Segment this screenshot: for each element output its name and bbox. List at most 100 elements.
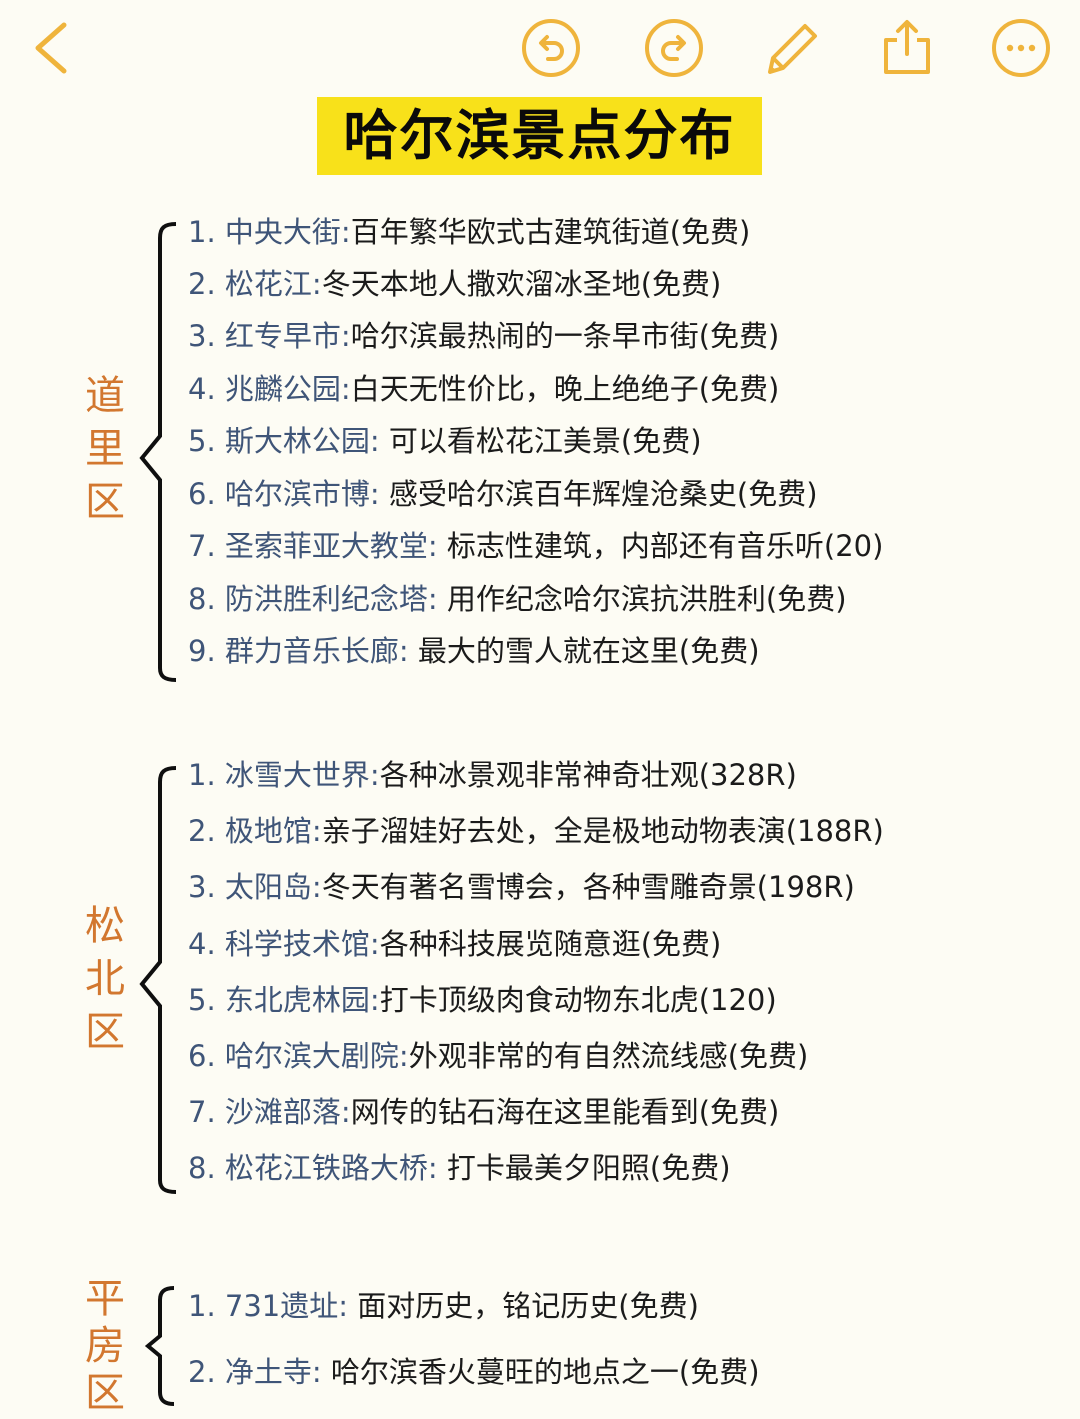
list-item: 9. 群力音乐长廊: 最大的雪人就在这里(免费) <box>188 633 760 669</box>
undo-circle-icon[interactable] <box>520 17 582 79</box>
place-description: 感受哈尔滨百年辉煌沧桑史(免费) <box>388 477 818 511</box>
separator: : <box>340 215 351 249</box>
place-description: 最大的雪人就在这里(免费) <box>417 634 760 668</box>
list-item: 8. 松花江铁路大桥: 打卡最美夕阳照(免费) <box>188 1150 731 1186</box>
list-item: 2. 松花江:冬天本地人撒欢溜冰圣地(免费) <box>188 266 721 302</box>
place-description: 外观非常的有自然流线感(免费) <box>408 1039 809 1073</box>
separator: : <box>427 582 447 616</box>
separator: : <box>369 983 380 1017</box>
ellipsis-circle-icon[interactable] <box>990 17 1052 79</box>
place-name: 冰雪大世界 <box>224 758 370 792</box>
separator: : <box>311 1355 331 1389</box>
share-icon[interactable] <box>880 18 934 76</box>
district-label-char: 北 <box>85 955 125 1002</box>
place-description: 面对历史，铭记历史(免费) <box>357 1289 699 1323</box>
item-number: 2. <box>188 814 225 848</box>
item-number: 1. <box>188 758 225 792</box>
district-label: 平 房 区 <box>80 1276 130 1418</box>
district-label-char: 平 <box>85 1276 125 1322</box>
separator: : <box>369 758 380 792</box>
district-label-char: 区 <box>85 1008 125 1055</box>
list-item: 5. 东北虎林园:打卡顶级肉食动物东北虎(120) <box>188 982 777 1018</box>
place-description: 冬天有著名雪博会，各种雪雕奇景(198R) <box>321 870 855 904</box>
separator: : <box>340 319 351 353</box>
place-name: 科学技术馆 <box>224 927 370 961</box>
pencil-icon[interactable] <box>765 20 821 76</box>
list-item: 1. 中央大街:百年繁华欧式古建筑街道(免费) <box>188 214 750 250</box>
item-number: 4. <box>188 372 225 406</box>
list-item: 5. 斯大林公园: 可以看松花江美景(免费) <box>188 423 702 459</box>
item-number: 8. <box>188 1151 225 1185</box>
place-name: 松花江 <box>224 267 312 301</box>
place-description: 网传的钻石海在这里能看到(免费) <box>350 1095 780 1129</box>
separator: : <box>369 477 389 511</box>
place-name: 极地馆 <box>224 814 312 848</box>
place-name: 红专早市 <box>224 319 341 353</box>
place-name: 哈尔滨大剧院 <box>224 1039 399 1073</box>
separator: : <box>338 1289 358 1323</box>
list-item: 3. 太阳岛:冬天有著名雪博会，各种雪雕奇景(198R) <box>188 869 855 905</box>
item-number: 2. <box>188 267 225 301</box>
separator: : <box>311 814 322 848</box>
district-label: 道 里 区 <box>80 370 130 528</box>
place-name: 沙滩部落 <box>224 1095 341 1129</box>
item-number: 5. <box>188 424 225 458</box>
place-name: 净土寺 <box>224 1355 312 1389</box>
curly-brace <box>139 222 177 682</box>
list-item: 6. 哈尔滨大剧院:外观非常的有自然流线感(免费) <box>188 1038 808 1074</box>
separator: : <box>369 927 380 961</box>
place-description: 各种冰景观非常神奇壮观(328R) <box>379 758 797 792</box>
place-description: 打卡顶级肉食动物东北虎(120) <box>379 983 777 1017</box>
place-description: 百年繁华欧式古建筑街道(免费) <box>350 215 751 249</box>
top-toolbar <box>0 0 1080 95</box>
place-description: 白天无性价比，晚上绝绝子(免费) <box>350 372 780 406</box>
place-name: 东北虎林园 <box>224 983 370 1017</box>
list-item: 6. 哈尔滨市博: 感受哈尔滨百年辉煌沧桑史(免费) <box>188 476 818 512</box>
item-number: 2. <box>188 1355 225 1389</box>
item-number: 1. <box>188 1289 225 1323</box>
page-title: 哈尔滨景点分布 <box>343 104 736 167</box>
item-number: 3. <box>188 870 225 904</box>
district-label-char: 区 <box>85 478 125 525</box>
district-label: 松 北 区 <box>80 900 130 1058</box>
separator: : <box>311 267 322 301</box>
place-name: 哈尔滨市博 <box>224 477 370 511</box>
item-number: 4. <box>188 927 225 961</box>
redo-circle-icon[interactable] <box>643 17 705 79</box>
item-number: 1. <box>188 215 225 249</box>
item-number: 9. <box>188 634 225 668</box>
separator: : <box>427 1151 447 1185</box>
list-item: 7. 沙滩部落:网传的钻石海在这里能看到(免费) <box>188 1094 779 1130</box>
place-description: 亲子溜娃好去处，全是极地动物表演(188R) <box>321 814 884 848</box>
place-name: 松花江铁路大桥 <box>224 1151 428 1185</box>
separator: : <box>398 634 418 668</box>
district-label-char: 房 <box>85 1323 125 1370</box>
place-name: 太阳岛 <box>224 870 312 904</box>
district-label-char: 里 <box>85 425 125 472</box>
place-description: 哈尔滨最热闹的一条早市街(免费) <box>350 319 780 353</box>
district-label-char: 松 <box>85 903 125 949</box>
list-item: 3. 红专早市:哈尔滨最热闹的一条早市街(免费) <box>188 318 779 354</box>
place-name: 圣索菲亚大教堂 <box>224 529 428 563</box>
curly-brace <box>139 766 177 1194</box>
place-description: 各种科技展览随意逛(免费) <box>379 927 722 961</box>
list-item: 1. 冰雪大世界:各种冰景观非常神奇壮观(328R) <box>188 757 797 793</box>
item-number: 3. <box>188 319 225 353</box>
place-name: 731遗址 <box>224 1289 339 1323</box>
place-name: 兆麟公园 <box>224 372 341 406</box>
list-item: 2. 净土寺: 哈尔滨香火蔓旺的地点之一(免费) <box>188 1354 760 1390</box>
list-item: 4. 科学技术馆:各种科技展览随意逛(免费) <box>188 926 721 962</box>
separator: : <box>427 529 447 563</box>
item-number: 6. <box>188 1039 225 1073</box>
chevron-left-icon[interactable] <box>30 22 72 74</box>
list-item: 8. 防洪胜利纪念塔: 用作纪念哈尔滨抗洪胜利(免费) <box>188 581 847 617</box>
item-number: 6. <box>188 477 225 511</box>
list-item: 2. 极地馆:亲子溜娃好去处，全是极地动物表演(188R) <box>188 813 884 849</box>
list-item: 1. 731遗址: 面对历史，铭记历史(免费) <box>188 1288 699 1324</box>
place-description: 用作纪念哈尔滨抗洪胜利(免费) <box>446 582 847 616</box>
separator: : <box>369 424 389 458</box>
place-name: 中央大街 <box>224 215 341 249</box>
item-number: 5. <box>188 983 225 1017</box>
curly-brace <box>144 1286 175 1406</box>
place-name: 斯大林公园 <box>224 424 370 458</box>
